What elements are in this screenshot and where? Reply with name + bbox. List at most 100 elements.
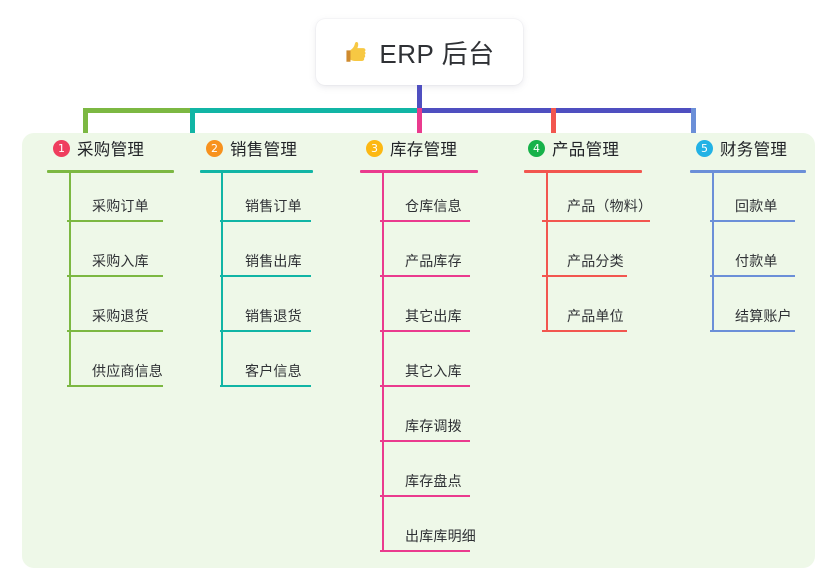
list-item-label: 付款单 [735,253,778,269]
list-item[interactable]: 产品（物料） [542,173,682,228]
column-header-rule [360,170,478,173]
column-number-badge: 2 [206,139,223,157]
list-item-label: 仓库信息 [405,198,462,214]
column-spine [382,173,384,552]
list-item-label: 客户信息 [245,363,302,379]
root-node-card[interactable]: ERP 后台 [316,19,523,85]
list-item-label: 产品分类 [567,253,624,269]
list-item-rule [220,330,311,332]
module-column-inventory: 3 库存管理 仓库信息 产品库存 其它出库 其它入库 库存调拨 [352,133,514,558]
column-header-finance[interactable]: 5 财务管理 [682,133,822,163]
list-item-rule [542,220,650,222]
list-item[interactable]: 产品库存 [380,228,514,283]
module-column-product: 4 产品管理 产品（物料） 产品分类 产品单位 [514,133,682,338]
column-header-rule [524,170,642,173]
connector-root-vertical [417,85,422,110]
list-item[interactable]: 回款单 [710,173,822,228]
column-number-badge: 5 [696,139,713,157]
list-item[interactable]: 采购入库 [67,228,199,283]
list-item-rule [710,220,795,222]
list-item-rule [67,330,163,332]
list-item[interactable]: 付款单 [710,228,822,283]
list-item[interactable]: 销售订单 [220,173,352,228]
column-spine [712,173,714,332]
connector-bus-blue [419,108,696,113]
list-item-rule [67,220,163,222]
list-item-label: 产品单位 [567,308,624,324]
column-title: 销售管理 [230,141,298,159]
connector-drop-column-3 [417,108,422,153]
list-item-label: 销售订单 [245,198,302,214]
column-header-sales[interactable]: 2 销售管理 [192,133,352,163]
list-item-label: 供应商信息 [92,363,163,379]
list-item[interactable]: 产品单位 [542,283,682,338]
list-item-label: 库存盘点 [405,473,462,489]
list-item-rule [220,275,311,277]
list-item-label: 库存调拨 [405,418,462,434]
list-item-rule [380,550,470,552]
list-item-label: 产品库存 [405,253,462,269]
list-item-label: 结算账户 [735,308,792,324]
column-number-badge: 4 [528,139,545,157]
list-item[interactable]: 其它出库 [380,283,514,338]
modules-panel: 1 采购管理 采购订单 采购入库 采购退货 供应商信息 [22,133,815,568]
connector-drop-column-1 [83,108,88,153]
list-item-rule [542,275,627,277]
column-header-rule [690,170,806,173]
list-item-label: 采购入库 [92,253,149,269]
column-header-rule [200,170,313,173]
list-item-rule [67,275,163,277]
connector-drop-column-5 [691,108,696,153]
column-header-inventory[interactable]: 3 库存管理 [352,133,514,163]
list-item-rule [380,220,470,222]
column-spine [546,173,548,332]
connector-bus-teal [190,108,421,113]
column-number-badge: 3 [366,139,383,157]
list-item[interactable]: 采购订单 [67,173,199,228]
list-item-rule [710,275,795,277]
list-item[interactable]: 库存盘点 [380,448,514,503]
list-item[interactable]: 采购退货 [67,283,199,338]
list-item-label: 产品（物料） [567,198,653,214]
column-number-badge: 1 [53,139,70,157]
list-item[interactable]: 销售出库 [220,228,352,283]
list-item-rule [542,330,627,332]
column-items-purchasing: 采购订单 采购入库 采购退货 供应商信息 [39,173,199,393]
list-item[interactable]: 供应商信息 [67,338,199,393]
list-item[interactable]: 客户信息 [220,338,352,393]
module-column-finance: 5 财务管理 回款单 付款单 结算账户 [682,133,822,338]
list-item[interactable]: 仓库信息 [380,173,514,228]
list-item-rule [710,330,795,332]
column-header-product[interactable]: 4 产品管理 [514,133,682,163]
column-title: 产品管理 [552,141,620,159]
list-item-rule [67,385,163,387]
column-items-inventory: 仓库信息 产品库存 其它出库 其它入库 库存调拨 库存盘点 [352,173,514,558]
list-item[interactable]: 其它入库 [380,338,514,393]
column-title: 采购管理 [77,141,145,159]
list-item[interactable]: 产品分类 [542,228,682,283]
column-items-product: 产品（物料） 产品分类 产品单位 [514,173,682,338]
list-item-rule [380,440,470,442]
list-item-rule [220,385,311,387]
list-item-label: 出库库明细 [405,528,476,544]
column-title: 财务管理 [720,141,788,159]
list-item-label: 销售退货 [245,308,302,324]
column-spine [221,173,223,387]
list-item-rule [380,330,470,332]
connector-bus-green [83,108,192,113]
list-item[interactable]: 出库库明细 [380,503,514,558]
list-item-rule [220,220,311,222]
root-node-title: ERP 后台 [379,38,495,69]
module-column-purchasing: 1 采购管理 采购订单 采购入库 采购退货 供应商信息 [39,133,199,393]
list-item-label: 销售出库 [245,253,302,269]
list-item-rule [380,495,470,497]
connector-drop-column-2 [190,108,195,153]
connector-drop-column-4 [551,108,556,153]
list-item-rule [380,385,470,387]
column-items-sales: 销售订单 销售出库 销售退货 客户信息 [192,173,352,393]
list-item[interactable]: 库存调拨 [380,393,514,448]
list-item[interactable]: 结算账户 [710,283,822,338]
list-item-label: 采购订单 [92,198,149,214]
column-header-purchasing[interactable]: 1 采购管理 [39,133,199,163]
list-item[interactable]: 销售退货 [220,283,352,338]
